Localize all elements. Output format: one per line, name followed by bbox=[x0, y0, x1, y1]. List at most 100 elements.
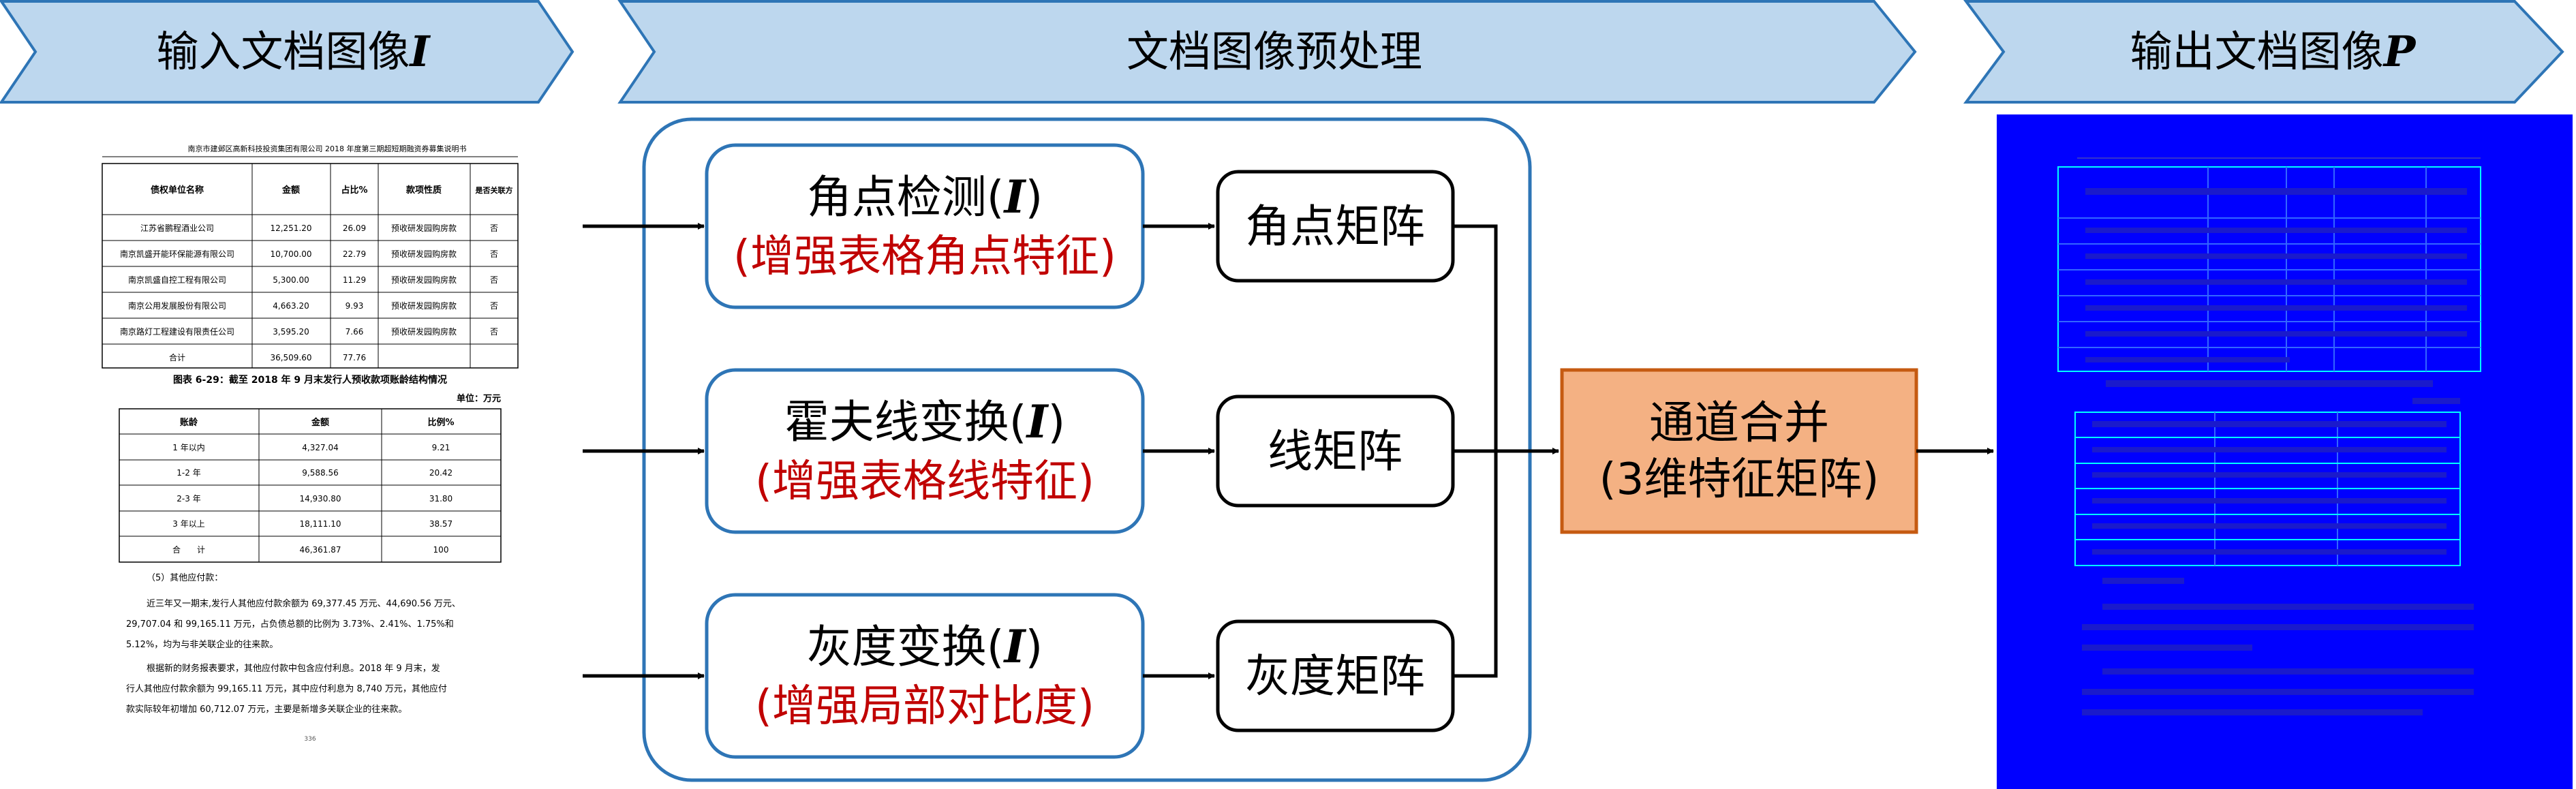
t1-row-2: 南京凯盛自控工程有限公司 5,300.00 11.29 预收研发园购房款 否 bbox=[128, 275, 498, 285]
t2-row-3: 3 年以上 18,111.10 38.57 bbox=[172, 519, 453, 529]
doc-para1-line: 29,707.04 和 99,165.11 万元，占负债总额的比例为 3.73%… bbox=[126, 619, 454, 630]
doc-caption2: 图表 6-29：截至 2018 年 9 月末发行人预收款项账龄结构情况 bbox=[173, 374, 447, 386]
t2-cell: 3 年以上 bbox=[172, 519, 204, 529]
t2-header-2: 比例% bbox=[427, 417, 454, 428]
t2-row-0: 1 年以内 4,327.04 9.21 bbox=[172, 443, 450, 452]
process-subtitle: (增强局部对比度) bbox=[755, 681, 1094, 732]
t2-cell: 合 计 bbox=[172, 544, 205, 555]
t1-row-0: 江苏省鹏程酒业公司 12,251.20 26.09 预收研发园购房款 否 bbox=[140, 223, 498, 233]
t2-row-4: 合 计 46,361.87 100 bbox=[172, 544, 448, 555]
matrix-box-line: 线矩阵 bbox=[1216, 394, 1455, 508]
output-table1 bbox=[2057, 166, 2481, 372]
output-text-traces bbox=[2082, 188, 2474, 715]
banner-preprocess-text: 文档图像预处理 bbox=[1126, 27, 1422, 76]
t2-cell: 46,361.87 bbox=[299, 545, 341, 555]
doc-section: （5）其他应付款： bbox=[147, 572, 223, 583]
t2-cell: 18,111.10 bbox=[299, 519, 341, 529]
doc-para2-line: 款实际较年初增加 60,712.07 万元，主要是新增多关联企业的往来款。 bbox=[126, 704, 407, 715]
t1-cell: 否 bbox=[490, 249, 498, 259]
process-subtitle: (增强表格线特征) bbox=[755, 457, 1094, 507]
t1-cell: 10,700.00 bbox=[270, 249, 311, 259]
svg-text:角点检测(I): 角点检测(I) bbox=[807, 170, 1043, 223]
matrix-label: 线矩阵 bbox=[1268, 425, 1402, 478]
t1-cell: 36,509.60 bbox=[270, 353, 311, 362]
process-close: ) bbox=[1047, 396, 1065, 448]
banner-output-text: 输出文档图像 bbox=[2130, 27, 2384, 76]
banner-output-var: P bbox=[2382, 27, 2417, 76]
svg-text:灰度变换(I): 灰度变换(I) bbox=[807, 620, 1043, 673]
t1-cell: 77.76 bbox=[343, 353, 366, 362]
svg-text:输入文档图像I: 输入文档图像I bbox=[156, 27, 431, 76]
t1-cell: 否 bbox=[490, 223, 498, 233]
process-close: ) bbox=[1025, 171, 1043, 223]
merge-subtitle: (3维特征矩阵) bbox=[1599, 454, 1880, 505]
doc-para2-line: 根据新的财务报表要求，其他应付款中包含应付利息。2018 年 9 月末，发 bbox=[147, 663, 440, 674]
process-box-corner: 角点检测(I) (增强表格角点特征) bbox=[705, 143, 1145, 309]
process-title: 灰度变换( bbox=[807, 621, 1005, 673]
output-document bbox=[1997, 114, 2573, 789]
t2-header-0: 账龄 bbox=[180, 417, 198, 428]
matrix-label: 角点矩阵 bbox=[1245, 200, 1425, 253]
merge-title: 通道合并 bbox=[1649, 397, 1829, 449]
t2-cell: 2-3 年 bbox=[177, 494, 200, 504]
doc-unit2: 单位：万元 bbox=[457, 393, 501, 404]
t1-cell: 5,300.00 bbox=[273, 275, 309, 285]
t1-header-0: 债权单位名称 bbox=[151, 185, 204, 196]
banner-output: 输出文档图像P bbox=[1963, 0, 2564, 104]
t2-cell: 1-2 年 bbox=[177, 468, 200, 478]
matrix-box-gray: 灰度矩阵 bbox=[1216, 619, 1455, 732]
t1-cell: 3,595.20 bbox=[273, 327, 309, 337]
t1-cell: 预收研发园购房款 bbox=[391, 223, 457, 233]
t2-cell: 14,930.80 bbox=[299, 494, 341, 504]
t1-cell: 预收研发园购房款 bbox=[391, 300, 457, 311]
t1-cell: 否 bbox=[490, 275, 498, 285]
t1-header-1: 金额 bbox=[281, 185, 300, 196]
t2-row-1: 1-2 年 9,588.56 20.42 bbox=[177, 468, 453, 478]
t1-cell: 否 bbox=[490, 301, 498, 311]
t1-header-4: 是否关联方 bbox=[475, 185, 513, 195]
t1-cell: 11.29 bbox=[343, 275, 366, 285]
t2-cell: 1 年以内 bbox=[172, 443, 204, 452]
t2-row-2: 2-3 年 14,930.80 31.80 bbox=[177, 494, 453, 504]
t1-cell: 预收研发园购房款 bbox=[391, 249, 457, 259]
matrix-label: 灰度矩阵 bbox=[1245, 650, 1425, 702]
t1-row-4: 南京路灯工程建设有限责任公司 3,595.20 7.66 预收研发园购房款 否 bbox=[120, 326, 498, 337]
t1-cell: 江苏省鹏程酒业公司 bbox=[140, 223, 214, 233]
process-var: I bbox=[1026, 395, 1049, 448]
banner-input: 输入文档图像I bbox=[0, 0, 574, 104]
t2-cell: 4,327.04 bbox=[302, 443, 338, 452]
t1-header-2: 占比% bbox=[341, 185, 367, 196]
banner-preprocess: 文档图像预处理 bbox=[617, 0, 1917, 104]
t1-cell: 9.93 bbox=[346, 301, 364, 311]
t2-cell: 9,588.56 bbox=[302, 468, 338, 478]
t1-header-3: 款项性质 bbox=[406, 185, 442, 196]
t1-cell: 预收研发园购房款 bbox=[391, 326, 457, 337]
svg-text:输出文档图像P: 输出文档图像P bbox=[2130, 27, 2417, 76]
doc-para1-line: 5.12%，均为与非关联企业的往来款。 bbox=[126, 639, 278, 650]
process-close: ) bbox=[1025, 621, 1043, 673]
t1-cell: 南京公用发展股份有限公司 bbox=[128, 300, 226, 311]
t2-cell: 31.80 bbox=[429, 494, 453, 504]
t2-cell: 20.42 bbox=[429, 468, 453, 478]
t2-cell: 38.57 bbox=[429, 519, 453, 529]
doc-header: 南京市建邺区高新科技投资集团有限公司 2018 年度第三期超短期融资券募集说明书 bbox=[188, 144, 467, 153]
t1-cell: 否 bbox=[490, 327, 498, 337]
t2-header-1: 金额 bbox=[311, 417, 329, 428]
t1-cell: 预收研发园购房款 bbox=[391, 275, 457, 285]
process-title: 霍夫线变换( bbox=[784, 396, 1027, 448]
output-table2 bbox=[2074, 412, 2461, 566]
doc-table2: 账龄 金额 比例% 1 年以内 4,327.04 9.21 1-2 年 9,58… bbox=[119, 408, 502, 563]
t1-cell: 26.09 bbox=[343, 223, 366, 233]
t1-cell: 合计 bbox=[169, 352, 185, 362]
t2-cell: 100 bbox=[433, 545, 449, 555]
t1-cell: 南京路灯工程建设有限责任公司 bbox=[120, 326, 234, 337]
t1-row-3: 南京公用发展股份有限公司 4,663.20 9.93 预收研发园购房款 否 bbox=[128, 300, 498, 311]
t1-cell: 南京凯盛自控工程有限公司 bbox=[128, 275, 226, 285]
banner-input-text: 输入文档图像 bbox=[156, 27, 410, 76]
t1-cell: 22.79 bbox=[343, 249, 366, 259]
t1-row-1: 南京凯盛开能环保能源有限公司 10,700.00 22.79 预收研发园购房款 … bbox=[120, 249, 498, 259]
t1-row-5: 合计 36,509.60 77.76 bbox=[169, 352, 366, 362]
t1-cell: 4,663.20 bbox=[273, 301, 309, 311]
t1-cell: 南京凯盛开能环保能源有限公司 bbox=[120, 249, 234, 259]
